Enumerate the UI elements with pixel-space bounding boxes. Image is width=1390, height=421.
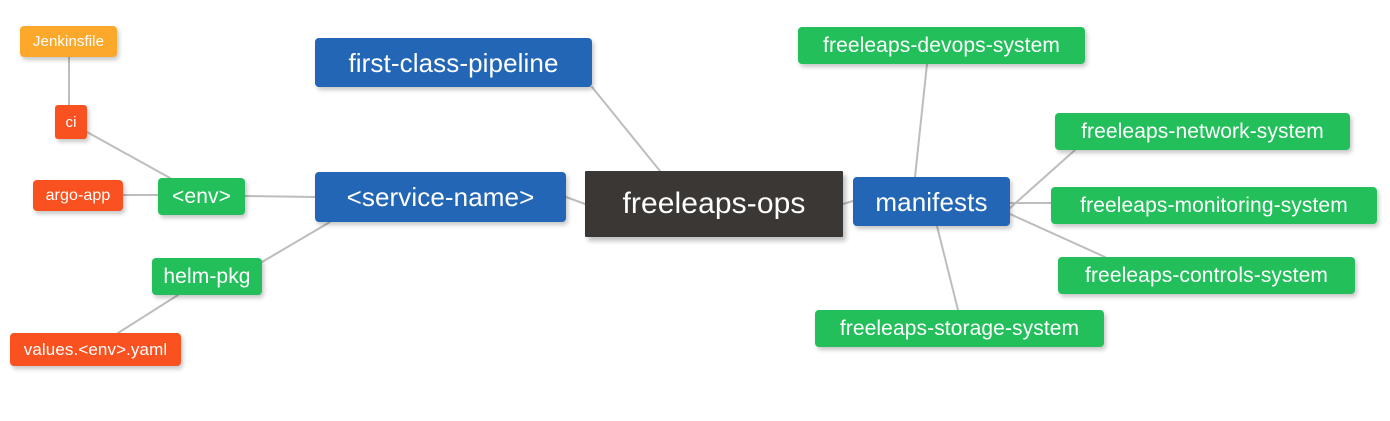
node-label: freeleaps-storage-system — [839, 317, 1080, 340]
node-argo-app[interactable]: argo-app — [33, 180, 123, 211]
node-label: freeleaps-monitoring-system — [1080, 194, 1348, 217]
edge-root-to-service-name — [565, 196, 586, 205]
node-label: argo-app — [45, 186, 111, 204]
node-label: first-class-pipeline — [348, 47, 559, 78]
node-values-yaml[interactable]: values.<env>.yaml — [10, 333, 181, 366]
edge-root-to-first-class-pipeline — [591, 86, 661, 172]
node-label: ci — [65, 113, 77, 131]
node-root[interactable]: freeleaps-ops — [585, 171, 843, 237]
node-label: helm-pkg — [163, 265, 251, 288]
node-service-name[interactable]: <service-name> — [315, 172, 566, 222]
node-label: freeleaps-network-system — [1081, 120, 1324, 143]
edge-service-name-to-helm-pkg — [261, 221, 331, 263]
node-freeleaps-storage-system[interactable]: freeleaps-storage-system — [815, 310, 1104, 347]
node-freeleaps-controls-system[interactable]: freeleaps-controls-system — [1058, 257, 1355, 294]
node-label: <service-name> — [346, 182, 535, 212]
node-first-class-pipeline[interactable]: first-class-pipeline — [315, 38, 592, 87]
edge-manifests-to-freeleaps-devops-system — [914, 63, 928, 178]
node-label: freeleaps-devops-system — [823, 34, 1060, 57]
edge-manifests-to-freeleaps-storage-system — [936, 225, 959, 311]
node-label: freeleaps-ops — [622, 187, 806, 220]
edge-root-to-manifests — [842, 200, 854, 205]
node-label: values.<env>.yaml — [23, 340, 168, 359]
edge-service-name-to-env — [244, 195, 316, 198]
edge-env-to-ci — [86, 131, 171, 179]
node-ci[interactable]: ci — [55, 105, 87, 139]
edge-helm-pkg-to-values-yaml — [117, 294, 179, 334]
node-helm-pkg[interactable]: helm-pkg — [152, 258, 262, 295]
node-label: <env> — [172, 185, 231, 208]
node-label: freeleaps-controls-system — [1085, 264, 1328, 287]
node-jenkinsfile[interactable]: Jenkinsfile — [20, 26, 117, 57]
node-manifests[interactable]: manifests — [853, 177, 1010, 226]
node-label: manifests — [875, 186, 988, 217]
node-env[interactable]: <env> — [158, 178, 245, 215]
node-freeleaps-monitoring-system[interactable]: freeleaps-monitoring-system — [1051, 187, 1377, 224]
node-label: Jenkinsfile — [32, 33, 105, 50]
node-freeleaps-devops-system[interactable]: freeleaps-devops-system — [798, 27, 1085, 64]
node-freeleaps-network-system[interactable]: freeleaps-network-system — [1055, 113, 1350, 150]
